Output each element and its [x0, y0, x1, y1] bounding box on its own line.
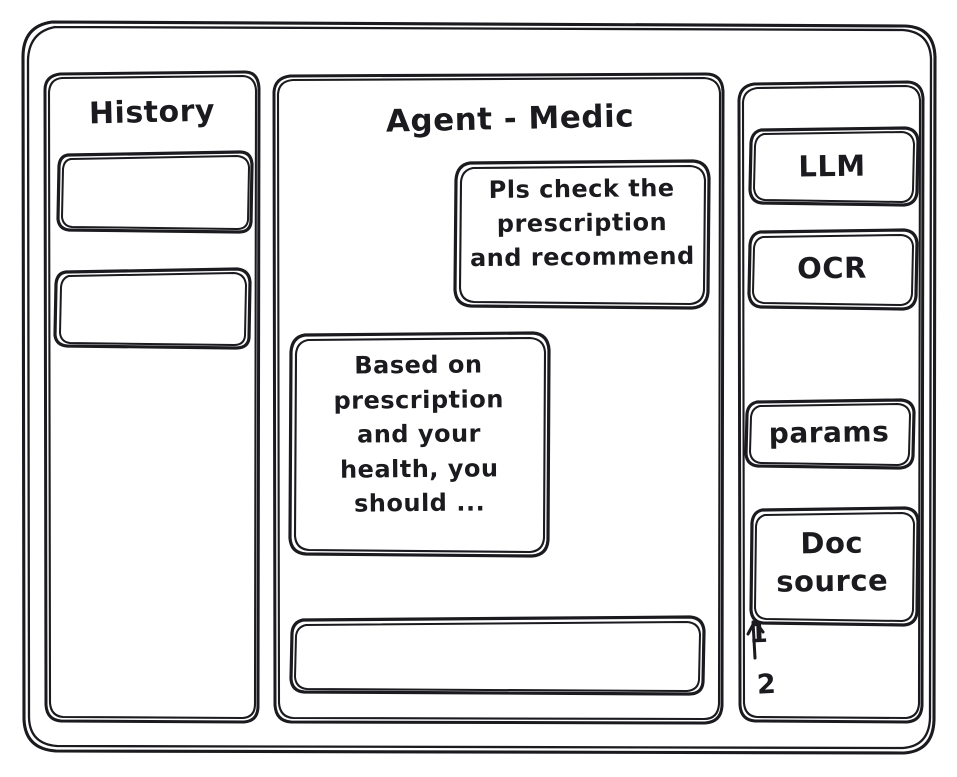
agent-message[interactable] — [290, 333, 549, 556]
history-item-2[interactable] — [55, 269, 250, 348]
tool-item-llm[interactable] — [750, 128, 918, 205]
message-composer-input[interactable] — [291, 617, 704, 694]
history-item-1[interactable] — [58, 152, 253, 232]
tool-item-params[interactable] — [746, 400, 914, 468]
tool-item-ocr[interactable] — [749, 230, 917, 309]
tool-item-doc-source[interactable] — [751, 508, 918, 625]
user-message[interactable] — [455, 161, 709, 308]
